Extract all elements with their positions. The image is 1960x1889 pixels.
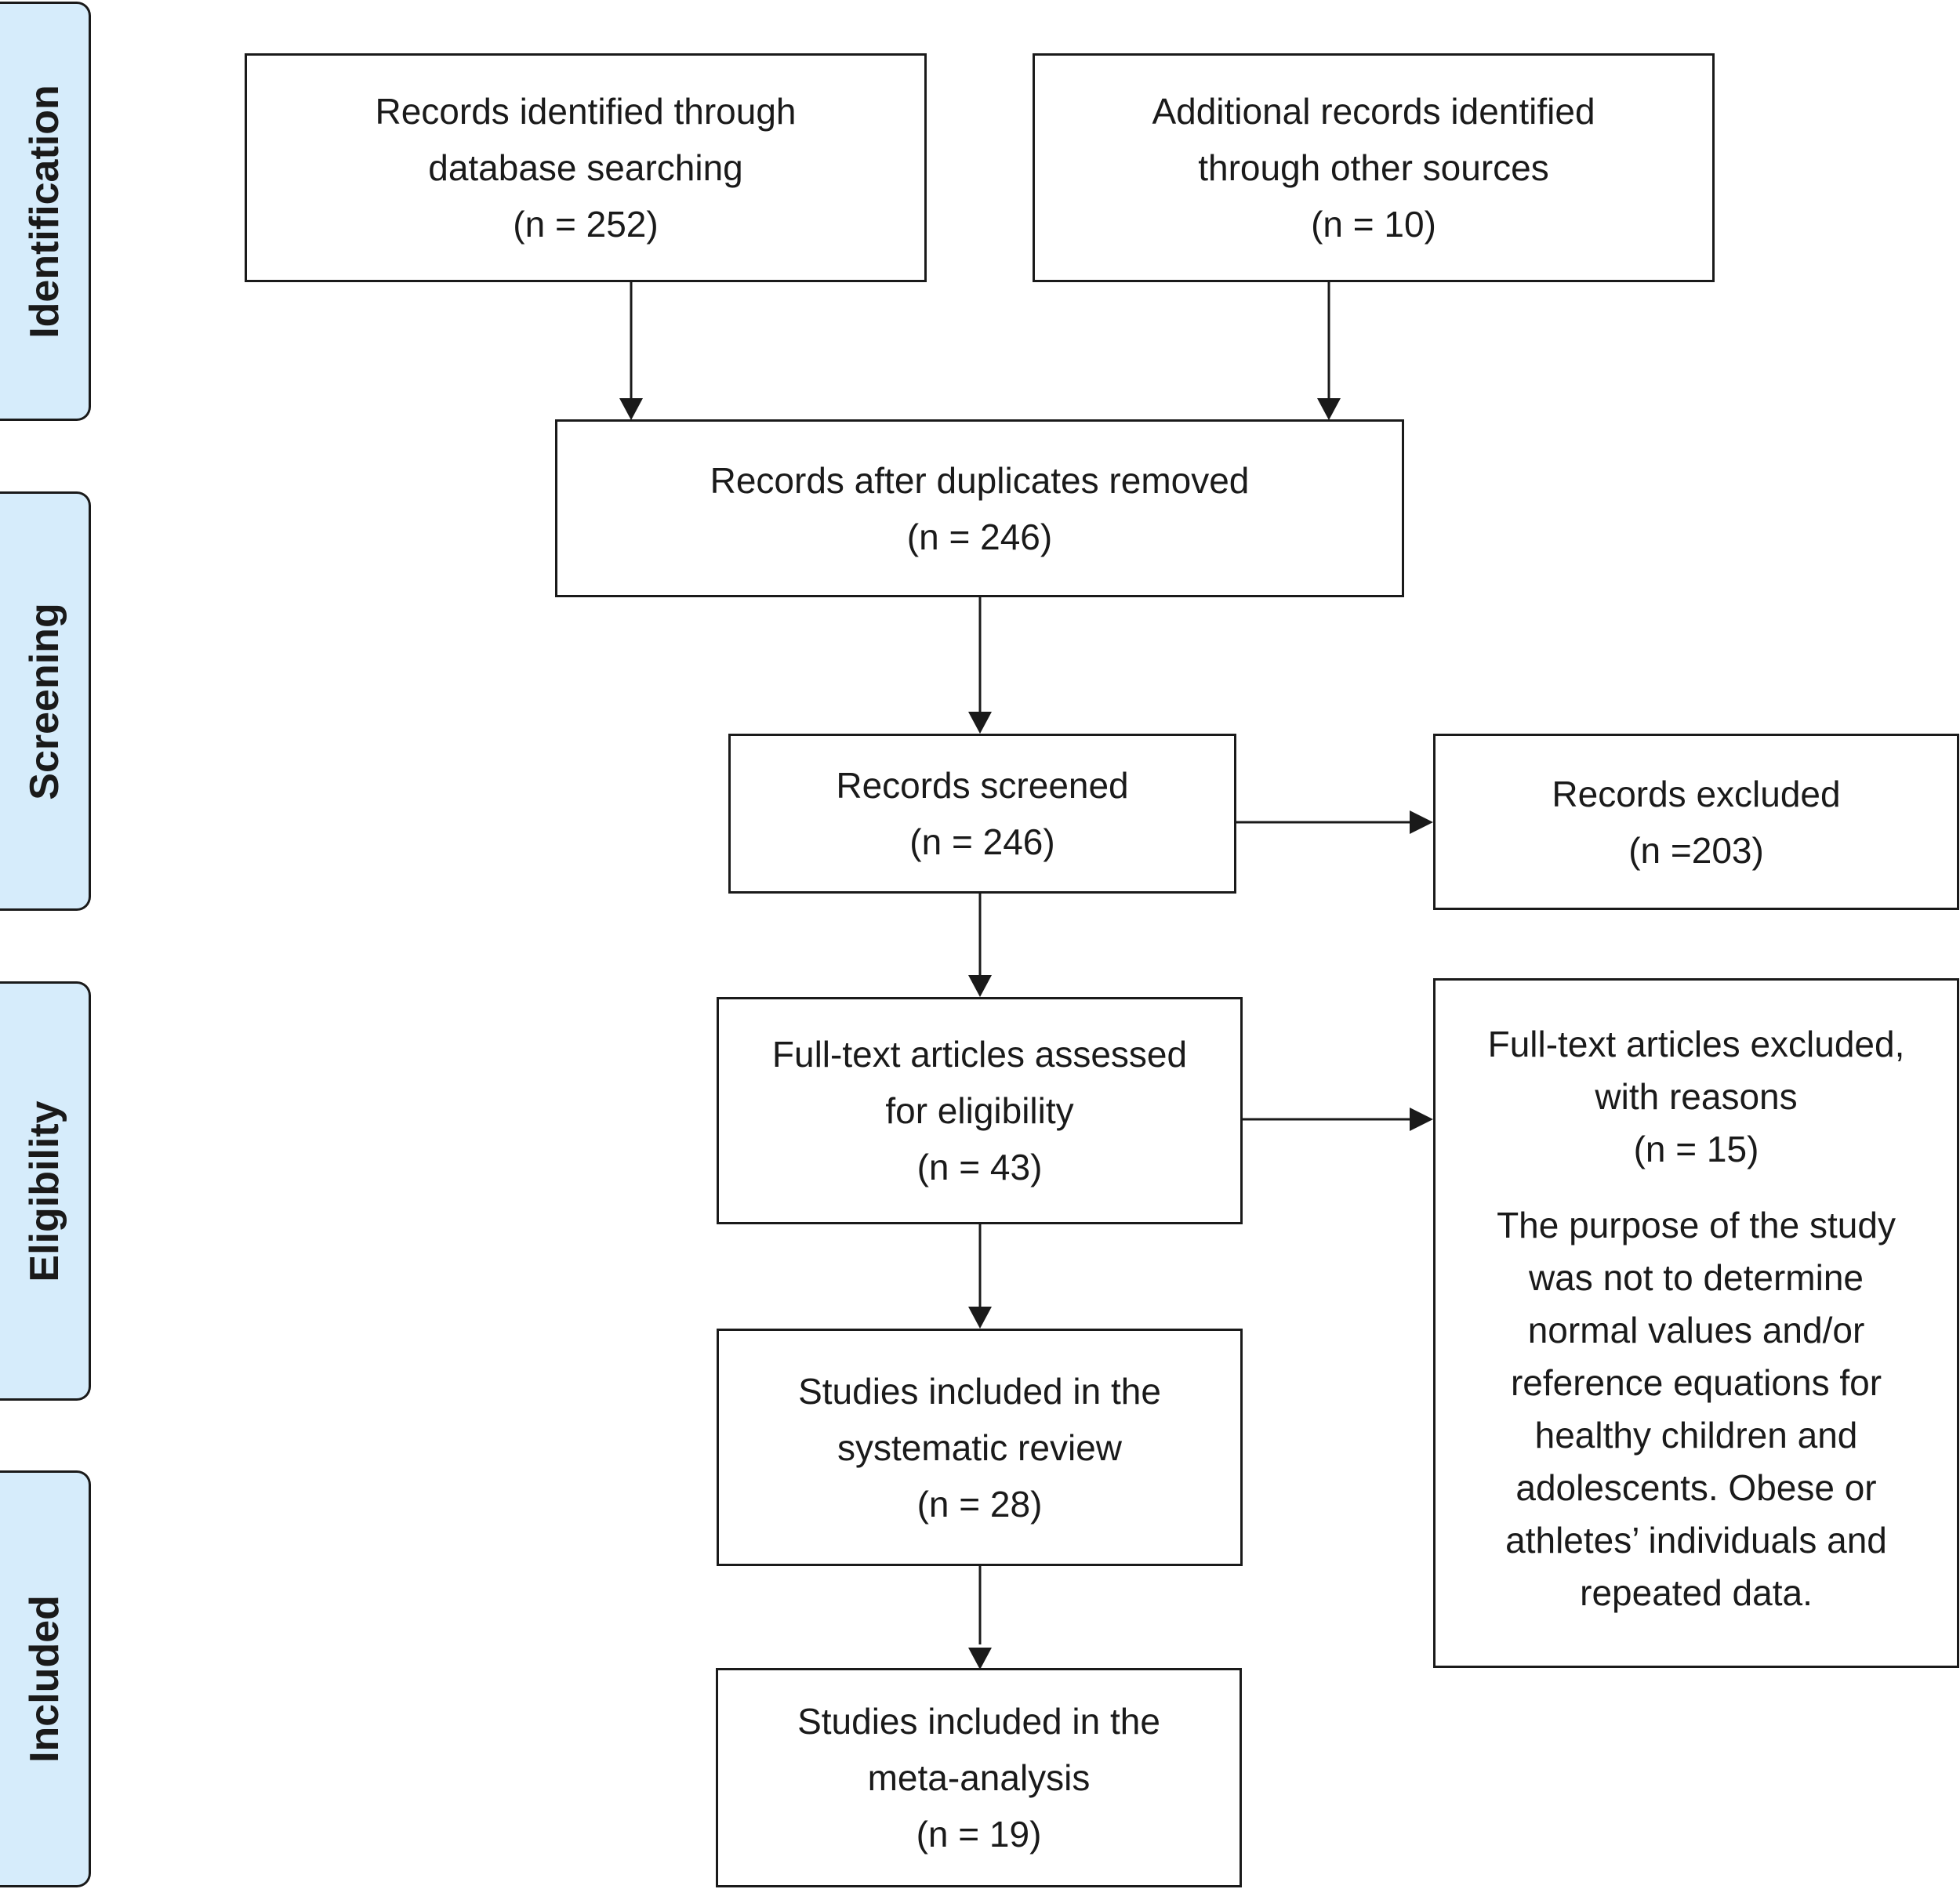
records-screened-text: Records screened bbox=[836, 765, 1129, 806]
arrowhead-review-to-meta bbox=[968, 1648, 992, 1670]
phase-eligibility: Eligibility bbox=[0, 981, 91, 1401]
systematic-review-text: Studies included in the bbox=[798, 1370, 1161, 1412]
exclusion-reason-line: repeated data. bbox=[1580, 1572, 1813, 1613]
systematic-review-text-2: systematic review bbox=[837, 1427, 1122, 1468]
box-systematic-review: Studies included in the systematic revie… bbox=[717, 1329, 1243, 1566]
box-full-text-assessed: Full-text articles assessed for eligibil… bbox=[717, 997, 1243, 1224]
arrowhead-fulltext-to-review bbox=[968, 1307, 992, 1329]
exclusion-reason-line: normal values and/or bbox=[1527, 1310, 1865, 1351]
exclusion-reason-line: adolescents. Obese or bbox=[1515, 1467, 1877, 1508]
meta-analysis-text: Studies included in the bbox=[797, 1701, 1160, 1742]
full-text-assessed-count: (n = 43) bbox=[916, 1147, 1043, 1187]
meta-analysis-count: (n = 19) bbox=[916, 1814, 1042, 1855]
exclusion-reason-line: was not to determine bbox=[1528, 1257, 1864, 1298]
exclusion-reason-line: reference equations for bbox=[1510, 1362, 1882, 1403]
exclusion-reason-line: healthy children and bbox=[1534, 1415, 1858, 1456]
phase-screening: Screening bbox=[0, 491, 91, 911]
arrowhead-other-to-duplicates bbox=[1317, 398, 1341, 420]
other-sources-count: (n = 10) bbox=[1311, 204, 1436, 245]
phase-included: Included bbox=[0, 1470, 91, 1887]
database-search-text: Records identified through bbox=[375, 91, 797, 132]
arrowhead-screened-to-excluded bbox=[1410, 810, 1433, 834]
full-text-assessed-text-2: for eligibility bbox=[885, 1090, 1074, 1131]
box-other-sources: Additional records identified through ot… bbox=[1033, 53, 1715, 282]
full-text-excluded-text: Full-text articles excluded, bbox=[1487, 1024, 1905, 1064]
other-sources-text-2: through other sources bbox=[1198, 147, 1549, 188]
full-text-assessed-text: Full-text articles assessed bbox=[771, 1034, 1188, 1075]
box-full-text-excluded: Full-text articles excluded, with reason… bbox=[1433, 978, 1959, 1668]
box-records-excluded: Records excluded (n =203) bbox=[1433, 734, 1959, 910]
arrowhead-fulltext-to-excluded bbox=[1410, 1108, 1433, 1131]
exclusion-reason-line: athletes’ individuals and bbox=[1505, 1520, 1887, 1561]
full-text-excluded-count: (n = 15) bbox=[1633, 1129, 1759, 1169]
box-meta-analysis: Studies included in the meta-analysis (n… bbox=[716, 1668, 1242, 1887]
records-screened-count: (n = 246) bbox=[909, 821, 1055, 862]
records-excluded-count: (n =203) bbox=[1628, 829, 1764, 871]
box-database-search: Records identified through database sear… bbox=[245, 53, 927, 282]
systematic-review-count: (n = 28) bbox=[916, 1483, 1043, 1525]
arrowhead-database-to-duplicates bbox=[619, 398, 643, 420]
arrowhead-duplicates-to-screened bbox=[968, 712, 992, 734]
exclusion-reason-line: The purpose of the study bbox=[1497, 1205, 1896, 1245]
database-search-count: (n = 252) bbox=[513, 204, 659, 245]
records-excluded-text: Records excluded bbox=[1552, 773, 1841, 814]
full-text-excluded-text-2: with reasons bbox=[1595, 1076, 1798, 1117]
database-search-text-2: database searching bbox=[428, 147, 743, 188]
other-sources-text: Additional records identified bbox=[1152, 91, 1595, 132]
after-duplicates-text: Records after duplicates removed bbox=[710, 459, 1250, 501]
after-duplicates-count: (n = 246) bbox=[906, 516, 1053, 557]
arrowhead-screened-to-fulltext bbox=[968, 975, 992, 997]
box-records-screened: Records screened (n = 246) bbox=[728, 734, 1236, 894]
meta-analysis-text-2: meta-analysis bbox=[867, 1757, 1091, 1798]
phase-identification: Identification bbox=[0, 2, 91, 421]
box-after-duplicates: Records after duplicates removed (n = 24… bbox=[555, 419, 1404, 597]
